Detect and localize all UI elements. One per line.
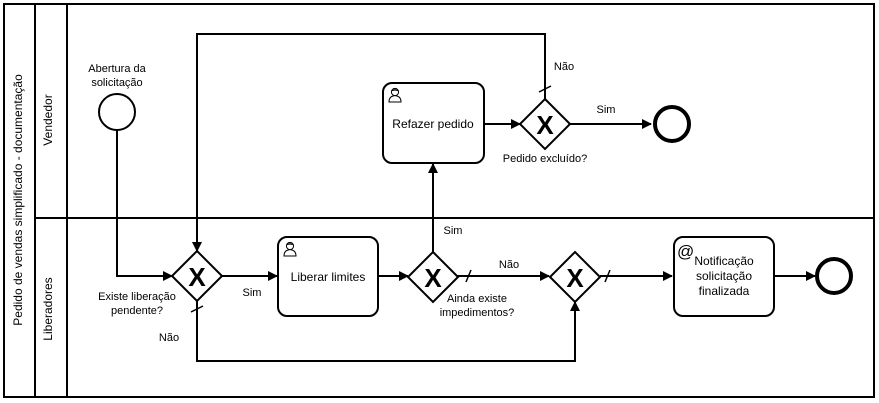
- default-marker-merge-out: [604, 269, 611, 283]
- sequence-flows: [116, 33, 816, 362]
- flow-nao-top-loop: [192, 33, 546, 252]
- task-box: [277, 236, 379, 317]
- pool-border: [3, 3, 875, 398]
- start-event-label-line2: solicitação: [91, 77, 142, 89]
- user-icon: [283, 241, 297, 257]
- start-event[interactable]: [98, 93, 136, 131]
- pool-title: Pedido de vendas simplificado - document…: [11, 74, 25, 326]
- gateway-diamond: [170, 249, 224, 303]
- gateway-pedido-excluido-label: Pedido excluído?: [503, 153, 587, 165]
- user-icon: [388, 87, 402, 103]
- task-refazer-label: Refazer pedido: [392, 117, 474, 131]
- default-flow-markers: [190, 85, 611, 313]
- lane-title-vendedor: Vendedor: [41, 94, 55, 145]
- task-box: [673, 236, 775, 317]
- end-event-liberadores[interactable]: [815, 257, 853, 295]
- lane-liberadores: Liberadores: [41, 277, 55, 340]
- flow-label-sim-liberar: Sim: [243, 287, 262, 299]
- task-box: [382, 82, 485, 164]
- default-marker-nao-merge: [465, 269, 472, 283]
- gateway-existe-liberacao-label-line1: Existe liberação: [98, 291, 176, 303]
- start-event-label-line1: Abertura da: [88, 63, 146, 75]
- exclusive-x-icon: X: [536, 110, 554, 140]
- gateway-merge[interactable]: X: [548, 250, 602, 304]
- lane-title-liberadores: Liberadores: [41, 277, 55, 340]
- exclusive-x-icon: X: [566, 263, 584, 293]
- gateway-existe-liberacao[interactable]: X: [170, 249, 224, 303]
- end-event-circle: [653, 105, 691, 143]
- start-event-circle: [98, 93, 136, 131]
- flow-label-sim-up: Sim: [444, 225, 463, 237]
- gateway-diamond: [548, 250, 602, 304]
- flow-label-nao-merge: Não: [499, 259, 519, 271]
- task-refazer-pedido[interactable]: Refazer pedido: [382, 82, 485, 164]
- end-event-circle: [815, 257, 853, 295]
- pool: Pedido de vendas simplificado - document…: [3, 3, 875, 398]
- exclusive-x-icon: X: [424, 263, 442, 293]
- default-marker-nao-top: [538, 85, 552, 93]
- flow-start-to-gateway: [116, 130, 173, 281]
- at-sign-icon: @: [677, 242, 694, 261]
- task-liberar-label: Liberar limites: [291, 270, 366, 284]
- gateway-ainda-existe[interactable]: X: [406, 250, 460, 304]
- end-event-vendedor[interactable]: [653, 105, 691, 143]
- task-notificacao-label-line1: Notificação: [694, 254, 754, 268]
- default-marker-nao-bottom: [190, 305, 204, 313]
- task-notificacao-label-line3: finalizada: [699, 284, 750, 298]
- flow-nao-bottom: [196, 300, 580, 362]
- flow-label-nao-bottom: Não: [159, 332, 179, 344]
- task-notificacao-label-line2: solicitação: [696, 269, 752, 283]
- gateway-ainda-existe-label-line1: Ainda existe: [447, 293, 507, 305]
- gateway-ainda-existe-label-line2: impedimentos?: [440, 307, 515, 319]
- gateway-diamond: [518, 97, 572, 151]
- task-liberar-limites[interactable]: Liberar limites: [277, 236, 379, 317]
- task-notificacao[interactable]: @ Notificação solicitação finalizada: [673, 236, 775, 317]
- gateway-pedido-excluido[interactable]: X: [518, 97, 572, 151]
- gateway-existe-liberacao-label-line2: pendente?: [111, 305, 163, 317]
- gateway-diamond: [406, 250, 460, 304]
- lane-vendedor: Vendedor: [41, 94, 55, 145]
- flow-label-sim-end: Sim: [597, 104, 616, 116]
- flow-label-nao-top: Não: [554, 61, 574, 73]
- exclusive-x-icon: X: [188, 262, 206, 292]
